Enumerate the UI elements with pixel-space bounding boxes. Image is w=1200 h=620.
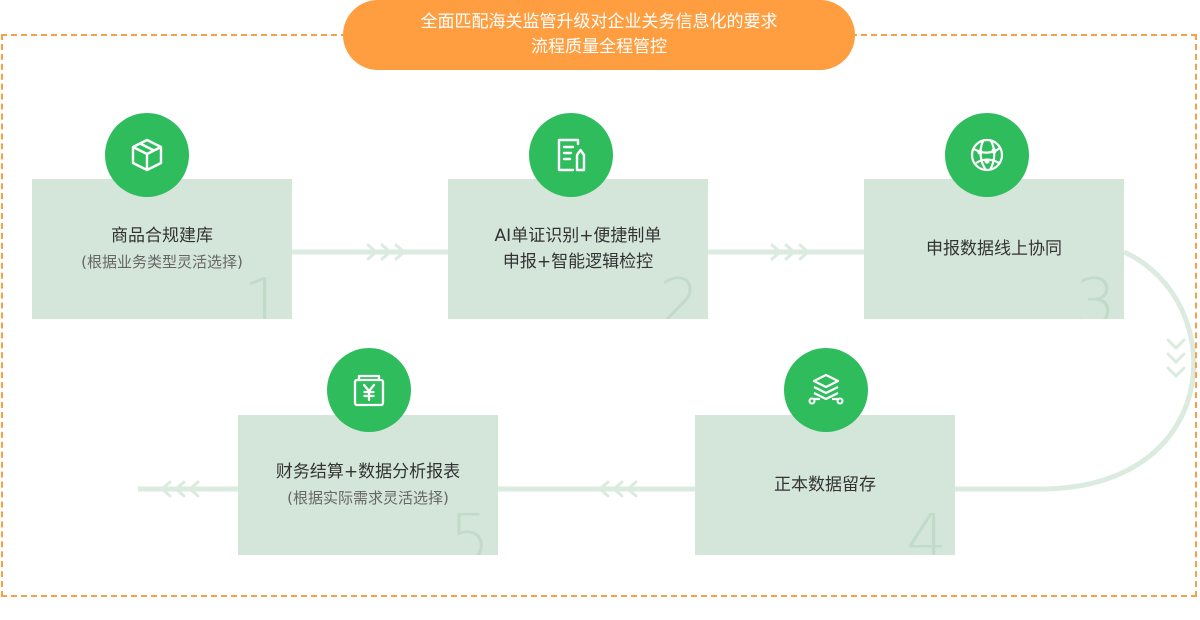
chevron-right-icon bbox=[770, 243, 783, 261]
chevron-down-icon bbox=[1166, 366, 1186, 379]
step-2-title-line-2: 申报+智能逻辑检控 bbox=[502, 252, 654, 272]
chevron-left-icon bbox=[597, 480, 610, 498]
step-5-box: 财务结算+数据分析报表 (根据实际需求灵活选择) 5 bbox=[238, 415, 498, 555]
step-4-box: 正本数据留存 4 bbox=[695, 415, 955, 555]
step-4-number: 4 bbox=[906, 502, 947, 555]
header-line-2: 流程质量全程管控 bbox=[531, 37, 667, 57]
step-3-title: 申报数据线上协同 bbox=[926, 239, 1062, 259]
connector-3-4-curve bbox=[955, 249, 1197, 492]
header-line-1: 全面匹配海关监管升级对企业关务信息化的要求 bbox=[420, 12, 778, 32]
chevron-right-icon bbox=[784, 243, 797, 261]
step-3-box: 申报数据线上协同 3 bbox=[864, 179, 1124, 319]
chevron-down-icon bbox=[1166, 352, 1186, 365]
step-4-icon-circle bbox=[784, 348, 868, 432]
chevron-right-icon bbox=[366, 243, 379, 261]
globe-network-icon bbox=[970, 138, 1004, 172]
step-1-title: 商品合规建库 bbox=[111, 226, 213, 246]
step-5-title: 财务结算+数据分析报表 bbox=[275, 462, 461, 482]
step-2-number: 2 bbox=[659, 266, 700, 319]
step-5-number: 5 bbox=[449, 502, 490, 555]
step-5-subtitle: (根据实际需求灵活选择) bbox=[287, 489, 449, 507]
chevron-down-icon bbox=[1166, 338, 1186, 351]
chevron-right-icon bbox=[394, 243, 407, 261]
layers-stack-icon bbox=[808, 373, 844, 405]
chevron-left-icon bbox=[159, 480, 172, 498]
step-1-icon-circle bbox=[105, 113, 189, 197]
chevron-left-icon bbox=[611, 480, 624, 498]
step-5-icon-circle bbox=[327, 348, 411, 432]
chevron-left-icon bbox=[625, 480, 638, 498]
chevron-right-icon bbox=[798, 243, 811, 261]
step-1-subtitle: (根据业务类型灵活选择) bbox=[81, 253, 243, 271]
step-1-box: 商品合规建库 (根据业务类型灵活选择) 1 bbox=[32, 179, 292, 319]
step-3-icon-circle bbox=[945, 113, 1029, 197]
document-edit-icon bbox=[557, 138, 586, 172]
chevron-left-icon bbox=[187, 480, 200, 498]
step-2-box: AI单证识别+便捷制单 申报+智能逻辑检控 2 bbox=[448, 179, 708, 319]
chevron-left-icon bbox=[173, 480, 186, 498]
header-banner: 全面匹配海关监管升级对企业关务信息化的要求 流程质量全程管控 bbox=[343, 0, 855, 70]
chevron-right-icon bbox=[380, 243, 393, 261]
cube-icon bbox=[131, 138, 163, 172]
step-2-title: AI单证识别+便捷制单 bbox=[494, 226, 662, 246]
wallet-yen-icon bbox=[353, 374, 385, 407]
step-2-icon-circle bbox=[529, 113, 613, 197]
step-1-number: 1 bbox=[243, 266, 284, 319]
step-3-number: 3 bbox=[1075, 266, 1116, 319]
step-4-title: 正本数据留存 bbox=[774, 475, 876, 495]
